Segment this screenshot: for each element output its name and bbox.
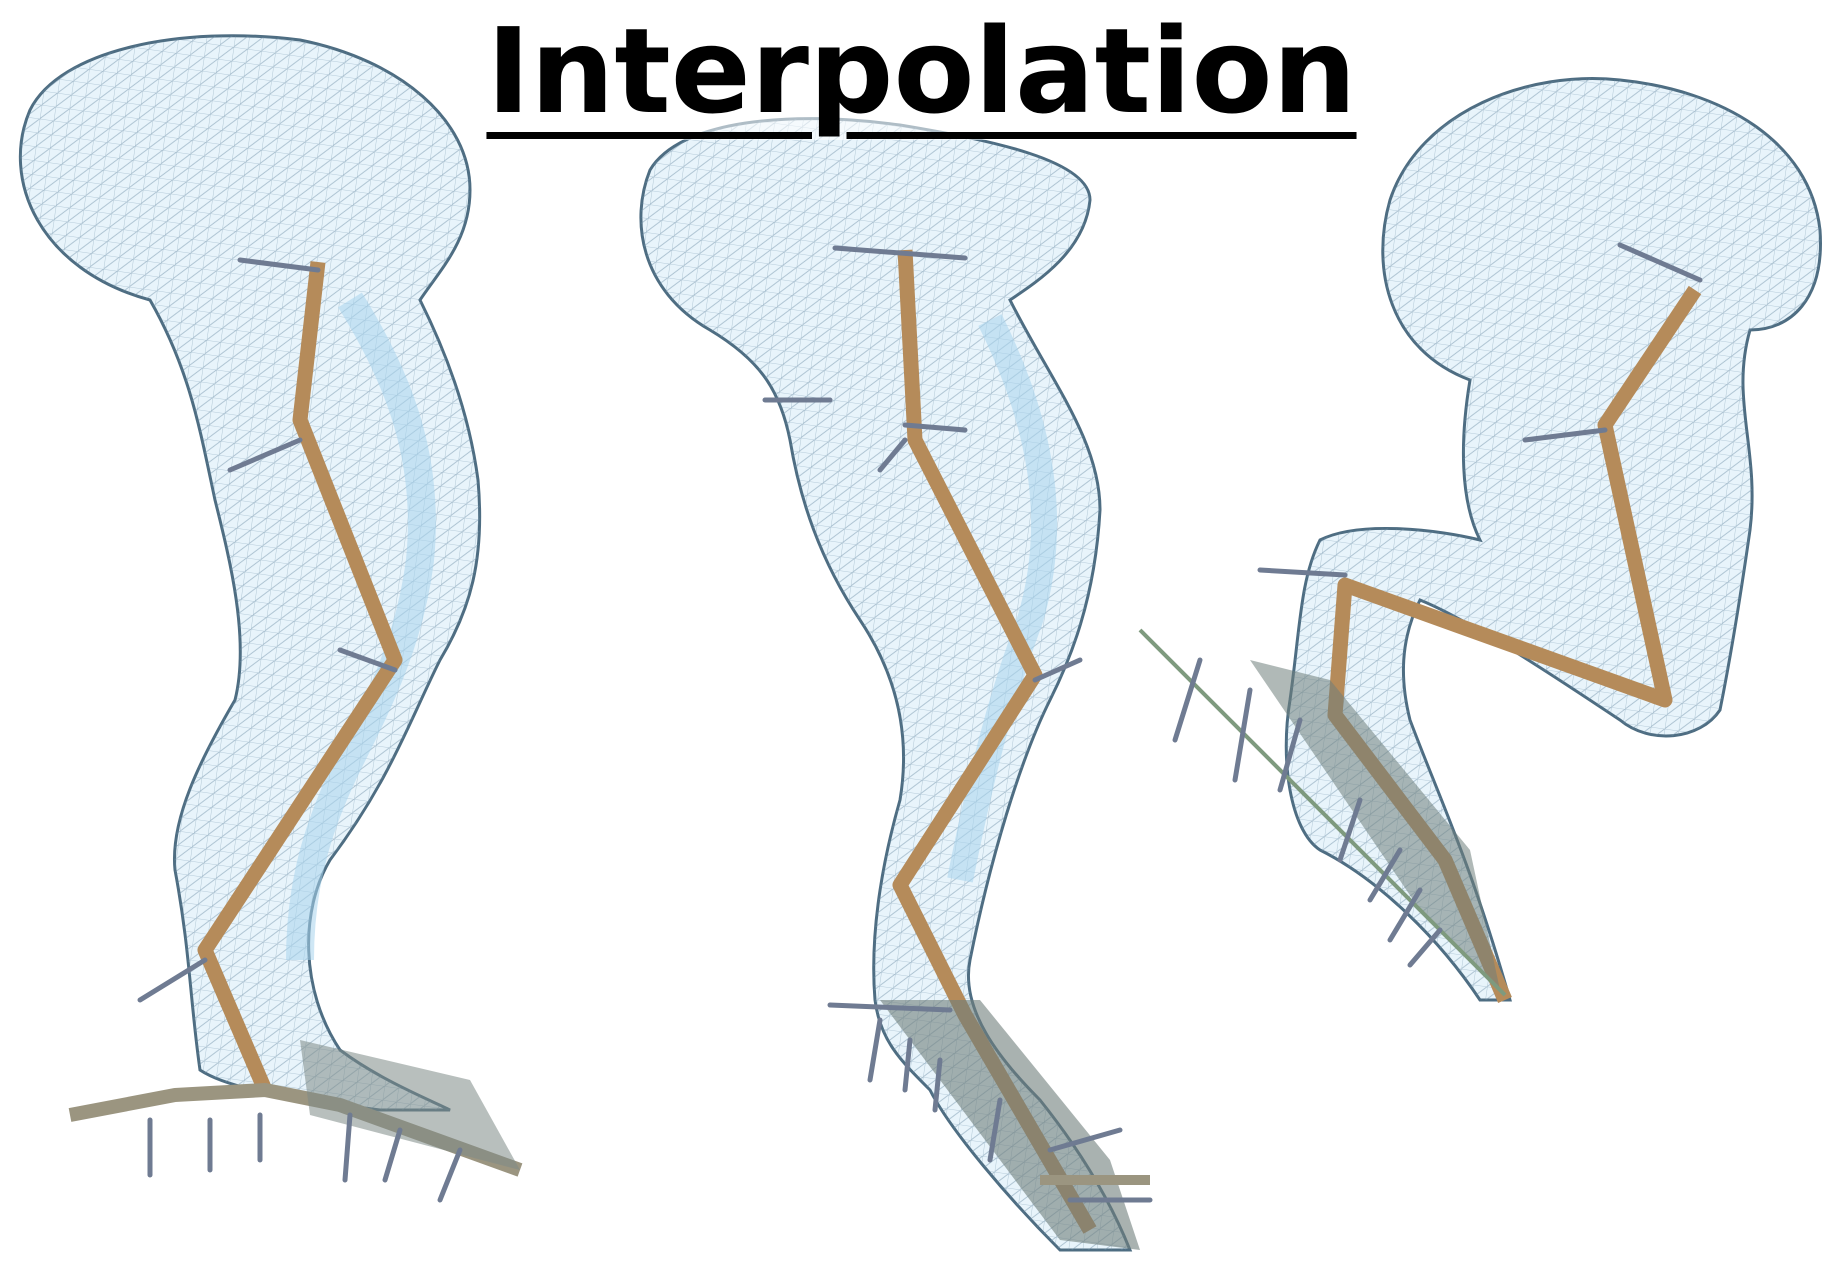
leg-mesh-bent: [1286, 79, 1820, 1001]
leg-mesh-partial: [641, 119, 1130, 1250]
leg-mesh-standing: [20, 36, 479, 1110]
page-title: Interpolation: [0, 0, 1843, 146]
